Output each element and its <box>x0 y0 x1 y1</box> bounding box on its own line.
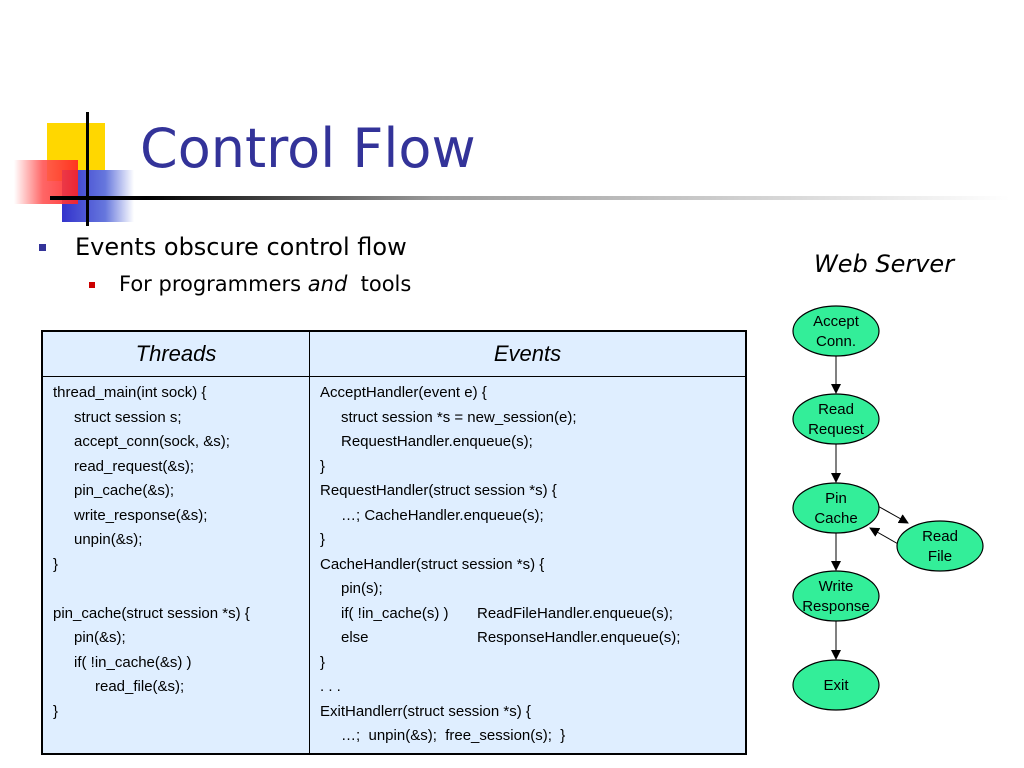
events-code-line: pin(s); <box>341 580 383 597</box>
flow-node-label: Exit <box>823 677 849 694</box>
slide-title: Control Flow <box>140 117 476 180</box>
decor-vertical-line <box>86 112 89 226</box>
flow-node-label: File <box>928 548 952 565</box>
flow-arrow <box>875 504 909 524</box>
comparison-table: Threads Events thread_main(int sock) { st… <box>41 330 747 755</box>
flow-node-label: Read <box>922 528 958 545</box>
header-threads: Threads <box>42 331 310 377</box>
flow-node-label: Pin <box>825 490 847 507</box>
bullet-emphasis: and <box>307 272 348 296</box>
flow-node-read-file: ReadFile <box>896 520 984 572</box>
events-code-line: . . . <box>320 678 341 695</box>
diagram-label: Web Server <box>814 250 955 278</box>
flow-node-label: Read <box>818 401 854 418</box>
bullet-level1: Events obscure control flow <box>39 233 407 261</box>
events-code-text-col2: ResponseHandler.enqueue(s); <box>477 629 681 646</box>
events-code-line: else ResponseHandler.enqueue(s); <box>320 626 735 651</box>
events-code-text: if( !in_cache(s) ) <box>341 604 449 622</box>
bullet-text-after: tools <box>347 272 412 296</box>
events-code-line: } <box>320 457 326 475</box>
flow-node-label: Cache <box>814 510 857 527</box>
bullet-text-before: For programmers <box>119 272 308 296</box>
bullet-square-icon <box>89 282 95 288</box>
threads-code-line: write_response(&s); <box>74 506 208 524</box>
flow-node-label: Write <box>819 578 854 595</box>
events-code-line: …; CacheHandler.enqueue(s); <box>341 506 544 524</box>
threads-code: thread_main(int sock) { struct session s;… <box>42 376 310 754</box>
threads-code-line: pin_cache(struct session *s) { <box>53 604 250 622</box>
flow-node-exit: Exit <box>792 659 880 711</box>
threads-code-line: struct session s; <box>74 408 182 426</box>
flow-node-label: Request <box>808 421 865 438</box>
threads-code-line: } <box>53 702 59 720</box>
threads-code-line: read_request(&s); <box>74 457 195 475</box>
threads-code-line: thread_main(int sock) { <box>53 384 207 401</box>
flow-node-label: Conn. <box>816 333 856 350</box>
flow-arrow <box>869 527 901 546</box>
events-code-line: …; unpin(&s); free_session(s); } <box>341 727 566 744</box>
bullet-square-icon <box>39 244 46 251</box>
events-code-line: if( !in_cache(s) ) ReadFileHandler.enqueu… <box>320 602 735 627</box>
threads-code-line: pin(&s); <box>74 629 126 646</box>
flow-node-label: Response <box>802 598 870 615</box>
events-code-line: AcceptHandler(event e) { <box>320 384 487 401</box>
threads-code-line: } <box>53 555 59 573</box>
events-code-line: } <box>320 653 326 671</box>
events-code-line: RequestHandler(struct session *s) { <box>320 482 557 499</box>
threads-code-line: unpin(&s); <box>74 531 143 548</box>
events-code-line: RequestHandler.enqueue(s); <box>341 433 533 450</box>
bullet-text: Events obscure control flow <box>75 233 407 261</box>
threads-code-line: if( !in_cache(&s) ) <box>74 653 192 671</box>
bullet-level2: For programmers and tools <box>89 272 412 296</box>
threads-code-line: accept_conn(sock, &s); <box>74 433 230 450</box>
title-underline <box>50 196 1010 200</box>
events-code-line: } <box>320 531 326 548</box>
threads-code-line: pin_cache(&s); <box>74 482 175 499</box>
events-code-line: struct session *s = new_session(e); <box>341 408 577 426</box>
events-code-text-col2: ReadFileHandler.enqueue(s); <box>477 604 673 622</box>
header-events: Events <box>309 331 746 377</box>
events-code-line: CacheHandler(struct session *s) { <box>320 555 545 573</box>
flow-node-label: Accept <box>813 313 860 330</box>
threads-code-line: read_file(&s); <box>95 678 185 695</box>
events-code-line: ExitHandlerr(struct session *s) { <box>320 702 531 720</box>
events-code: AcceptHandler(event e) { struct session *… <box>310 377 747 754</box>
events-code-text: else <box>341 629 369 646</box>
